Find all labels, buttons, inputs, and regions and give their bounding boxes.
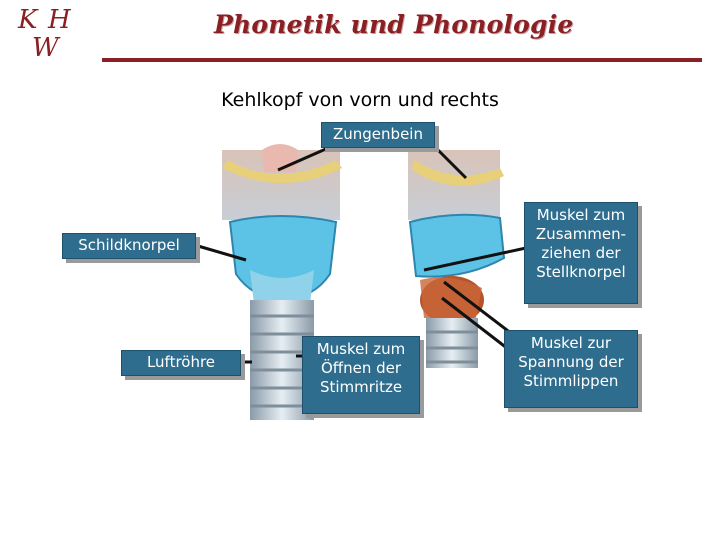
label-luftroehre: Luftröhre [121,350,241,376]
label-muskel-zusammenziehen: Muskel zum Zusammen- ziehen der Stellkno… [524,202,638,304]
label-schildknorpel: Schildknorpel [62,233,196,259]
label-muskel-spannung: Muskel zur Spannung der Stimmlippen [504,330,638,408]
label-muskel-oeffnen: Muskel zum Öffnen der Stimmritze [302,336,420,414]
label-zungenbein: Zungenbein [321,122,435,148]
